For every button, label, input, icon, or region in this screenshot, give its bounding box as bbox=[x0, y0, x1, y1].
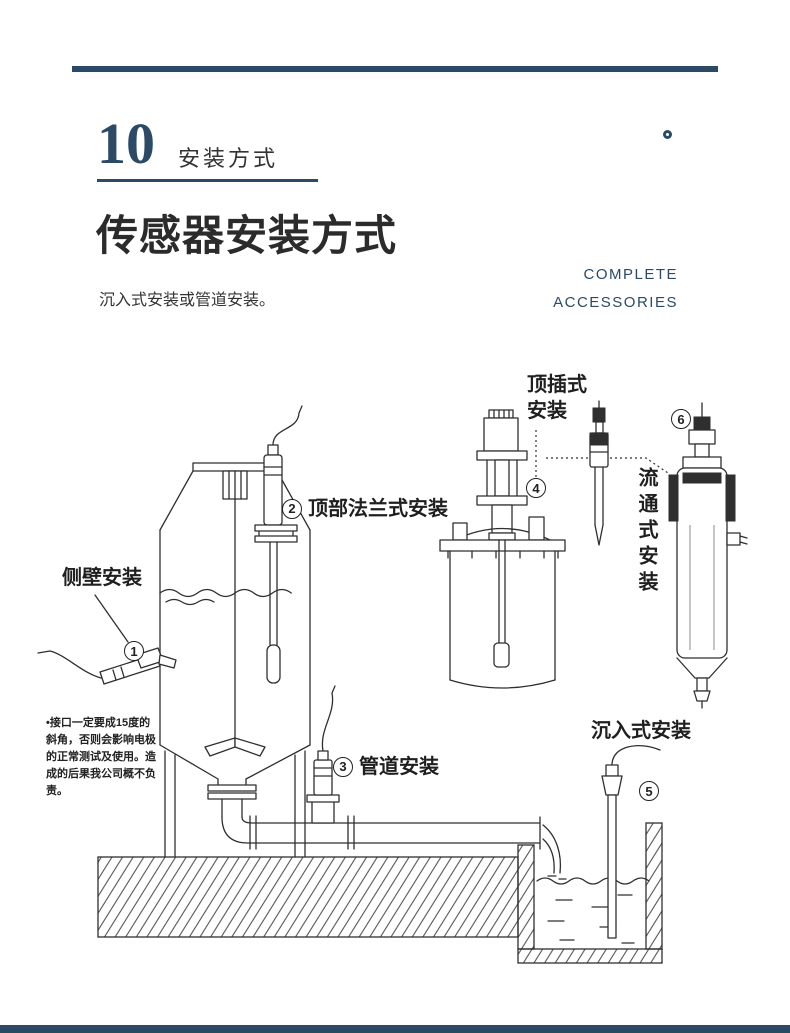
installation-warning-note: •接口一定要成15度的斜角，否则会影响电极的正常测试及使用。造成的后果我公司概不… bbox=[46, 717, 156, 798]
dotted-guides bbox=[535, 430, 669, 480]
label-top-flange-text: 顶部法兰式安装 bbox=[308, 498, 448, 520]
callout-side-wall-number: 1 bbox=[124, 641, 144, 661]
callout-top-flange-number: 2 bbox=[282, 499, 302, 519]
aside-text: COMPLETE ACCESSORIES bbox=[553, 261, 678, 317]
label-top-insert: 顶插式安装 bbox=[527, 374, 587, 422]
left-tank bbox=[159, 462, 311, 818]
page-title: 传感器安装方式 bbox=[96, 212, 398, 259]
label-immersion: 沉入式安装 bbox=[591, 720, 691, 742]
callout-top-insert-number: 4 bbox=[526, 478, 546, 498]
installation-diagram bbox=[37, 400, 748, 964]
pipeline bbox=[221, 815, 541, 850]
label-flow-through: 流通式安装 bbox=[635, 467, 657, 597]
installation-diagram-area bbox=[0, 355, 790, 995]
electrode bbox=[589, 400, 609, 546]
immersion-sensor bbox=[601, 745, 661, 939]
label-side-wall: 侧壁安装 bbox=[62, 567, 142, 589]
decorative-circle-icon bbox=[663, 130, 672, 139]
pipeline-sensor bbox=[306, 685, 340, 824]
page-subtitle: 沉入式安装或管道安装。 bbox=[99, 292, 276, 309]
section-number: 10 bbox=[97, 111, 155, 176]
top-accent-bar bbox=[72, 66, 718, 72]
callout-flow-through-number: 6 bbox=[671, 409, 691, 429]
top-flange-sensor bbox=[254, 405, 303, 684]
aside-line-2: ACCESSORIES bbox=[553, 294, 678, 311]
immersion-tank bbox=[517, 822, 663, 964]
aside-line-1: COMPLETE bbox=[583, 266, 678, 283]
section-underline bbox=[97, 179, 318, 182]
label-top-flange: 2 顶部法兰式安装 bbox=[282, 496, 448, 522]
callout-immersion-number: 5 bbox=[639, 781, 659, 801]
side-wall-probe bbox=[37, 594, 177, 685]
mixer-shaft bbox=[204, 498, 266, 757]
bottom-accent-bar bbox=[0, 1025, 790, 1033]
flow-through-cell bbox=[668, 402, 748, 709]
water-pour bbox=[542, 824, 567, 880]
ground-hatch bbox=[97, 856, 519, 938]
callout-pipeline-number: 3 bbox=[333, 757, 353, 777]
section-label: 安装方式 bbox=[178, 146, 279, 171]
label-pipeline-text: 管道安装 bbox=[359, 756, 439, 778]
tank-legs bbox=[164, 750, 306, 858]
top-insert-vessel bbox=[439, 409, 566, 689]
label-pipeline: 3 管道安装 bbox=[333, 754, 439, 780]
